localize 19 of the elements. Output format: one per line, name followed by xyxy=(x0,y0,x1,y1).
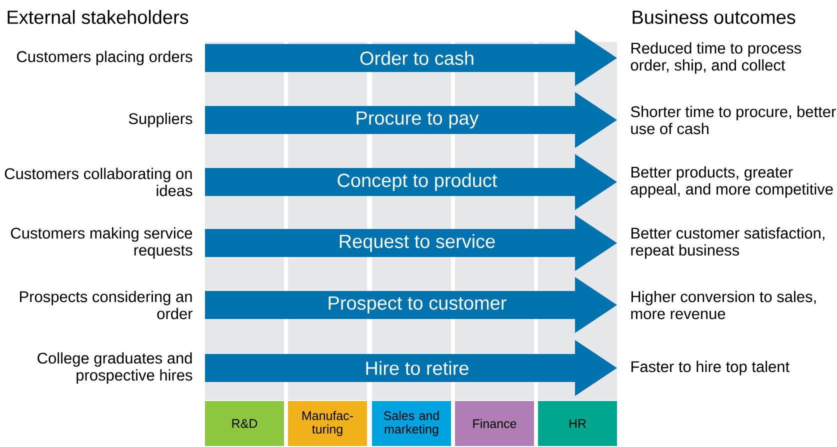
outcome-text: Better customer satisfaction, repeat business xyxy=(631,227,824,259)
node-label: Manufac-turing xyxy=(302,410,353,436)
outcome-text: Higher conversion to sales, more revenue xyxy=(631,290,816,320)
outcome-text: Shorter time to procure, better use of cash xyxy=(630,106,836,134)
outcome-text: Better products, greater appeal, and more competitive xyxy=(630,166,833,198)
node-label: HR xyxy=(570,419,586,428)
stakeholder-text: Customers collaborating on ideas xyxy=(4,168,192,196)
stakeholder-text: Prospects considering an order xyxy=(20,290,193,320)
stakeholder-text: Customers making service requests xyxy=(10,227,192,259)
stakeholder-text: College graduates and prospective hires xyxy=(38,352,192,384)
node-label: Sales and marketing xyxy=(384,410,439,436)
outcome-text: Faster to hire top talent xyxy=(631,360,790,376)
node-label: R&D xyxy=(232,419,258,428)
stakeholder-text: Suppliers xyxy=(128,112,192,128)
column-heading: Business outcomes xyxy=(632,10,796,24)
outcome-text: Reduced time to process order, ship, and collect xyxy=(630,42,802,74)
column-heading: External stakeholders xyxy=(8,10,188,24)
node-label: Finance xyxy=(473,418,516,428)
stakeholder-text: Customers placing orders xyxy=(16,50,192,66)
